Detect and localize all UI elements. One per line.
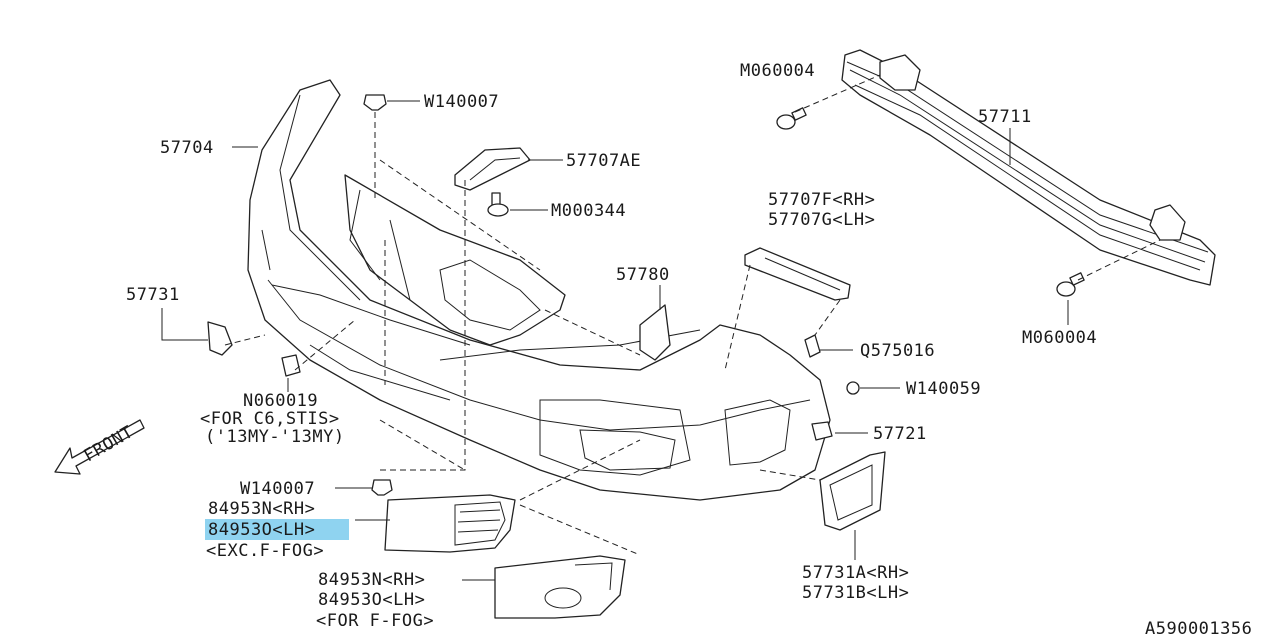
upper-support-bracket[interactable] (344, 174, 566, 346)
label-front: FRONT (81, 422, 137, 466)
label-m060004-bottom[interactable]: M060004 (1022, 328, 1097, 348)
fog-grille-for-ffog[interactable] (494, 555, 626, 619)
label-n060019-note2: ('13MY-'13MY) (205, 427, 345, 447)
label-n060019-note1: <FOR C6,STIS> (200, 409, 340, 429)
leader-lines (161, 100, 1069, 581)
label-57731a[interactable]: 57731A<RH> (802, 563, 909, 583)
label-84953n-a[interactable]: 84953N<RH> (208, 499, 315, 519)
diagram-id: A590001356 (1145, 619, 1252, 639)
label-57731b[interactable]: 57731B<LH> (802, 583, 909, 603)
label-57704[interactable]: 57704 (160, 138, 214, 158)
nut-n060019[interactable] (281, 354, 301, 377)
clip-57721[interactable] (811, 421, 833, 441)
label-57721[interactable]: 57721 (873, 424, 927, 444)
fog-grille-exc-ffog[interactable] (384, 494, 516, 553)
clip-w140007-top[interactable] (363, 94, 387, 111)
bolt-m060004-bottom[interactable] (1056, 272, 1085, 297)
label-84953o-a[interactable]: 84953O<LH> (208, 520, 315, 540)
cover-57780[interactable] (639, 304, 671, 361)
label-84953o-b[interactable]: 84953O<LH> (318, 590, 425, 610)
clip-w140059[interactable] (846, 381, 860, 395)
label-57711[interactable]: 57711 (978, 107, 1032, 127)
selected-part-highlight (205, 519, 349, 540)
bolt-m000344[interactable] (487, 192, 509, 217)
fastener-q575016[interactable] (804, 334, 821, 358)
label-m060004-top[interactable]: M060004 (740, 61, 815, 81)
label-n060019[interactable]: N060019 (243, 391, 318, 411)
bolt-m060004-top[interactable] (776, 107, 807, 130)
assembly-lines (224, 74, 1161, 556)
label-84953n-b[interactable]: 84953N<RH> (318, 570, 425, 590)
fog-cover-57731ab[interactable] (819, 451, 886, 531)
side-piece-57731[interactable] (207, 321, 233, 356)
label-exc-ffog: <EXC.F-FOG> (206, 541, 324, 561)
front-arrow-icon (54, 419, 145, 475)
reinforcement-beam-57711[interactable] (841, 49, 1216, 286)
label-57731[interactable]: 57731 (126, 285, 180, 305)
labels: 57704 W140007 57707AE M000344 M060004 57… (81, 61, 1252, 639)
label-w140059[interactable]: W140059 (906, 379, 981, 399)
label-m000344[interactable]: M000344 (551, 201, 626, 221)
bracket-57707ae[interactable] (454, 147, 531, 191)
label-57707ae[interactable]: 57707AE (566, 151, 641, 171)
label-57780[interactable]: 57780 (616, 265, 670, 285)
label-w140007-top[interactable]: W140007 (424, 92, 499, 112)
side-bracket-57707fg[interactable] (744, 247, 851, 301)
label-w140007-bottom[interactable]: W140007 (240, 479, 315, 499)
clip-w140007-bottom[interactable] (371, 479, 393, 496)
label-57707g[interactable]: 57707G<LH> (768, 210, 875, 230)
label-57707f[interactable]: 57707F<RH> (768, 190, 875, 210)
label-for-ffog: <FOR F-FOG> (316, 611, 434, 631)
label-q575016[interactable]: Q575016 (860, 341, 935, 361)
